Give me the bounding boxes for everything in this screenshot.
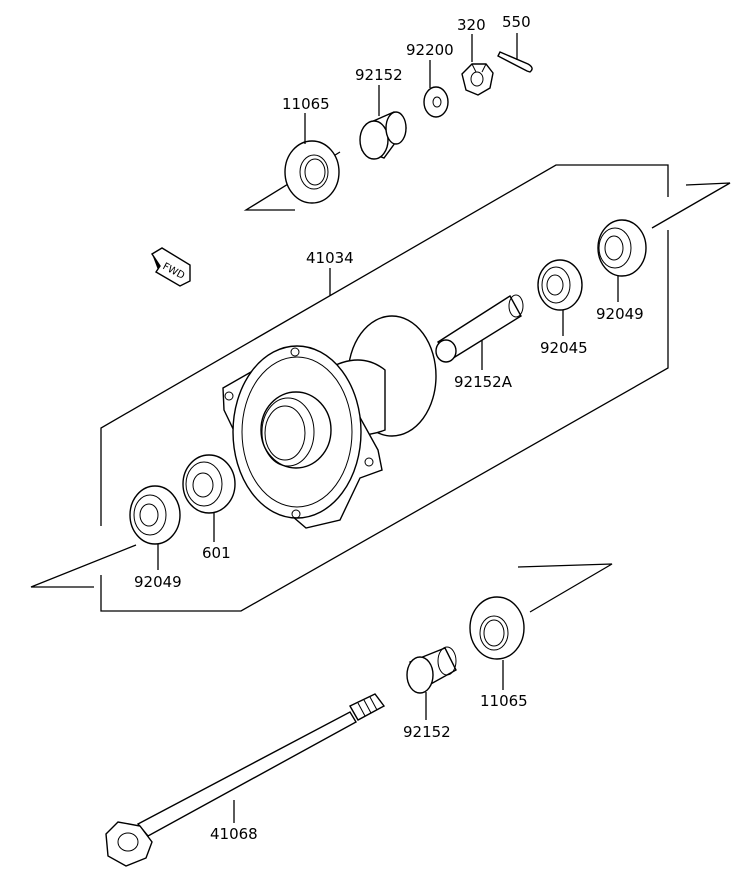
label-41068: 41068 <box>210 825 258 843</box>
collar-92152-bottom <box>406 646 457 694</box>
bearing-92049-left <box>129 485 181 545</box>
castle-nut-320 <box>461 63 494 96</box>
axle-41068 <box>105 693 386 867</box>
label-92049-right: 92049 <box>596 305 644 323</box>
seal-11065-top <box>284 140 340 204</box>
label-92200: 92200 <box>406 41 454 59</box>
label-92049-left: 92049 <box>134 573 182 591</box>
bearing-92049-right <box>597 219 647 277</box>
fwd-arrow-icon: FWD <box>151 247 191 287</box>
bearing-601 <box>182 454 236 514</box>
label-601: 601 <box>202 544 231 562</box>
bearing-92045 <box>537 259 583 311</box>
label-92152-top: 92152 <box>355 66 403 84</box>
label-550: 550 <box>502 13 531 31</box>
label-320: 320 <box>457 16 486 34</box>
wheel-hub-41034 <box>222 315 437 529</box>
cotter-pin-550 <box>497 51 533 73</box>
collar-92152-top <box>359 111 407 160</box>
assembly-frame <box>100 164 669 612</box>
label-11065-top: 11065 <box>282 95 330 113</box>
part-labels: 550 320 92200 92152 11065 41034 92049 92… <box>134 13 644 843</box>
label-92045: 92045 <box>540 339 588 357</box>
seal-11065-bottom <box>469 596 525 660</box>
axis-center-lines <box>30 151 731 613</box>
leader-lines <box>157 33 619 823</box>
label-11065-bottom: 11065 <box>480 692 528 710</box>
label-92152-bottom: 92152 <box>403 723 451 741</box>
spacer-tube-92152a <box>435 294 524 363</box>
label-92152a: 92152A <box>454 373 513 391</box>
label-41034: 41034 <box>306 249 354 267</box>
washer-92200 <box>423 86 449 118</box>
